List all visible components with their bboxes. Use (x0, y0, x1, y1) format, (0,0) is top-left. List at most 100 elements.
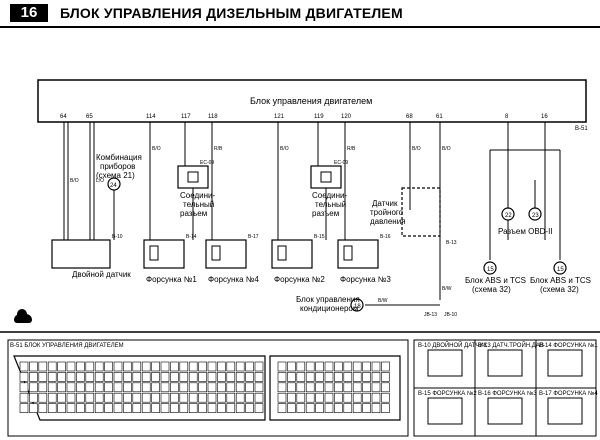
connector-pin (324, 403, 334, 413)
ecu-pin-16: 16 (541, 114, 548, 120)
connector-pin (66, 382, 76, 393)
connector-pin (47, 372, 57, 382)
injector-4-block (205, 239, 247, 269)
connector-pin (132, 403, 142, 413)
connector-pin (334, 372, 343, 382)
abs-right-line1: Блок ABS и TCS (530, 276, 591, 285)
connector-tag: B-15 (314, 234, 325, 240)
connector-pin (57, 392, 66, 403)
connector-pin (104, 372, 113, 382)
connector-pin (198, 392, 207, 403)
connector-pin (277, 382, 287, 393)
ecu-pin-120: 120 (341, 114, 352, 120)
connector-pin (47, 361, 57, 372)
connector-pin (235, 392, 245, 403)
connector-pin (235, 382, 245, 393)
connector-pin (207, 392, 217, 403)
connector-pin (141, 403, 151, 413)
connector-pin (362, 361, 371, 372)
connector-pin (38, 361, 48, 372)
connector-pin (305, 361, 315, 372)
connector-pin (371, 403, 381, 413)
ecu-pin-121: 121 (274, 114, 285, 120)
connector-pin (343, 403, 353, 413)
connector-pin (76, 403, 85, 413)
connector-tag: B-13 (446, 240, 457, 246)
conn-b17-title: B-17 ФОРСУНКА №4 (539, 390, 598, 397)
abs-right-badge: 15 (557, 267, 564, 273)
connector-pin (245, 361, 254, 372)
connector-pin (38, 403, 48, 413)
connector-pin (362, 382, 371, 393)
connector-pin (29, 361, 38, 372)
injector-1-label: Форсунка №1 (146, 275, 197, 284)
connector-pin (85, 403, 95, 413)
connector-pin (371, 392, 381, 403)
connector-pin (113, 382, 123, 393)
injector-4-label: Форсунка №4 (208, 275, 259, 284)
connector-pin (19, 392, 29, 403)
dual-sensor-block (51, 239, 111, 269)
connector-pin (334, 403, 343, 413)
cluster-line1: Комбинация (96, 153, 142, 162)
connector-pin (66, 392, 76, 403)
connector-pin (315, 361, 324, 372)
connector-pin (343, 372, 353, 382)
joint1-line3: разъем (180, 209, 207, 218)
wire-label: B/W (378, 298, 388, 304)
wire-label: R/B (347, 146, 356, 152)
connector-pin (132, 372, 142, 382)
connector-pin (57, 382, 66, 393)
ecu-pin-119: 119 (314, 114, 324, 120)
connector-pin (343, 382, 353, 393)
connector-pin (277, 403, 287, 413)
connector-pin (19, 361, 29, 372)
connector-pin (188, 372, 198, 382)
connector-pin (57, 403, 66, 413)
connector-pin (76, 361, 85, 372)
wire-label: R/B (214, 146, 223, 152)
connector-pin (254, 382, 264, 393)
connector-tag: B-10 (112, 234, 123, 240)
connector-pin (188, 403, 198, 413)
connector-pin (170, 382, 179, 393)
joint1-line1: Соедини- (180, 191, 216, 200)
connector-pin (94, 382, 104, 393)
cluster-badge: 24 (110, 183, 117, 189)
connector-tag: EC-09 (200, 160, 214, 166)
connector-pin (179, 361, 189, 372)
connector-pin (296, 361, 306, 372)
connector-pin (170, 392, 179, 403)
connector-tag: B-14 (186, 234, 197, 240)
connector-pin (287, 392, 296, 403)
connector-pin (287, 382, 296, 393)
ecu-pin-117: 117 (181, 114, 191, 120)
connector-pin (207, 382, 217, 393)
pressure-line2: тройного (370, 208, 404, 217)
connector-pin (217, 361, 226, 372)
injector-2-label: Форсунка №2 (274, 275, 325, 284)
ecu-pin-61: 61 (436, 114, 443, 120)
connector-pin (104, 361, 113, 372)
connector-pin (151, 403, 160, 413)
connector-pin (334, 361, 343, 372)
connector-pin (179, 382, 189, 393)
connector-pin (226, 361, 236, 372)
joint2-line3: разъем (312, 209, 339, 218)
injector-3-label: Форсунка №3 (340, 275, 391, 284)
injector-1-block (143, 239, 185, 269)
connector-pin (277, 372, 287, 382)
connector-tag: JB-10 (444, 312, 457, 318)
connector-pin (38, 392, 48, 403)
obd-badge-22: 22 (505, 213, 512, 219)
connector-pin (296, 403, 306, 413)
connector-pin (305, 372, 315, 382)
connector-pin (296, 392, 306, 403)
abs-right-line2: (схема 32) (540, 285, 579, 294)
connector-pin (287, 372, 296, 382)
connector-pin (362, 372, 371, 382)
connector-pin (371, 361, 381, 372)
connector-pin (315, 403, 324, 413)
connector-pin (188, 361, 198, 372)
wire-label: B/O (70, 178, 79, 184)
